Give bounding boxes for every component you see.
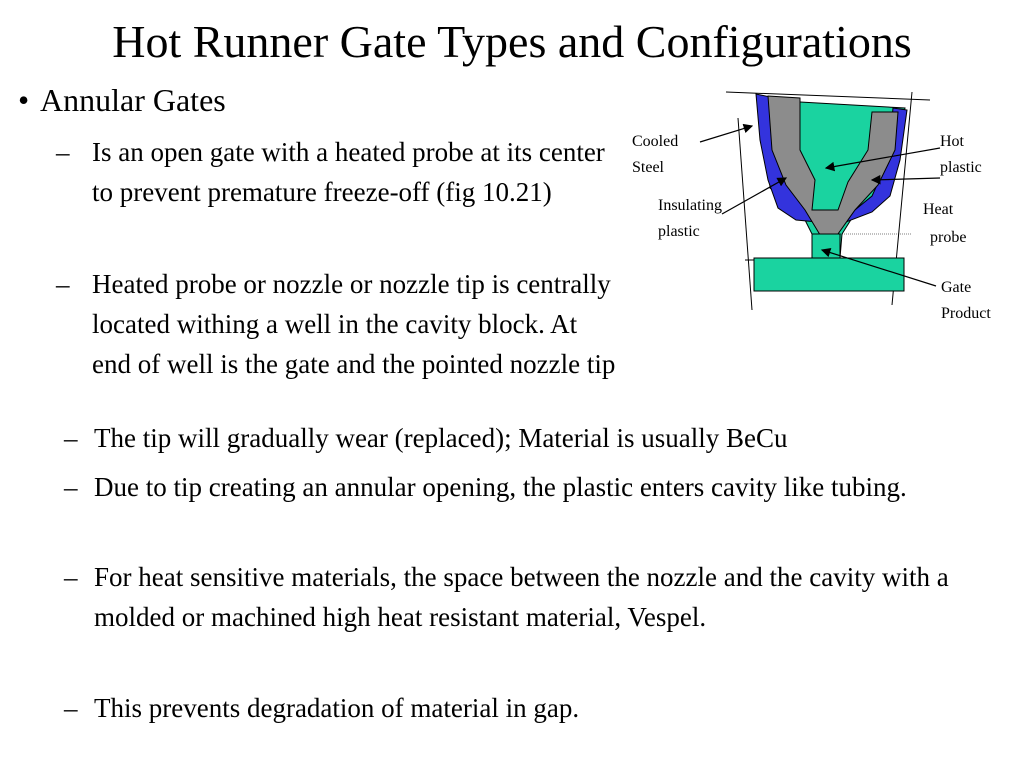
label-hot: Hot [940,133,965,150]
arrow-hot-plastic [824,147,941,172]
sub-item-text: Is an open gate with a heated probe at i… [92,137,605,207]
label-heat: Heat [923,201,954,218]
sub-item-text: For heat sensitive materials, the space … [94,562,949,632]
label-cooled: Cooled [632,133,678,150]
sub-item: – This prevents degradation of material … [64,688,964,728]
label-insulating-plastic: plastic [658,223,700,240]
heat-probe [767,95,899,249]
label-insulating: Insulating [658,197,722,214]
sub-item-text: The tip will gradually wear (replaced); … [94,423,788,453]
main-bullet-text: Annular Gates [40,82,226,118]
sub-item: – Heated probe or nozzle or nozzle tip i… [56,264,620,384]
main-bullet: • Annular Gates [18,80,226,120]
sub-item: – The tip will gradually wear (replaced)… [64,418,1014,458]
sub-item-text: This prevents degradation of material in… [94,693,580,723]
dash-marker: – [64,423,78,453]
arrow-gate [820,247,937,287]
sub-item-text: Heated probe or nozzle or nozzle tip is … [92,269,616,379]
label-hot-plastic: plastic [940,159,982,176]
arrow-heat-probe [870,174,941,185]
dash-marker: – [64,693,78,723]
label-product: Product [941,305,991,322]
dash-marker: – [64,472,78,502]
sub-item: – For heat sensitive materials, the spac… [64,557,1014,637]
label-probe: probe [930,229,966,246]
slide-title: Hot Runner Gate Types and Configurations [112,16,912,67]
arrow-cooled-steel [699,123,754,143]
label-gate: Gate [941,279,971,296]
sub-item: – Is an open gate with a heated probe at… [56,132,620,212]
sub-item-text: Due to tip creating an annular opening, … [94,472,907,502]
mold-left-wall [737,117,753,311]
arrow-insulating-plastic [721,177,788,215]
product-part [753,257,905,292]
annular-gate-diagram: Cooled Steel Insulating plastic Hot plas… [632,91,991,322]
dash-marker: – [64,562,78,592]
sub-item: – Due to tip creating an annular opening… [64,467,964,507]
dash-marker: – [56,137,70,167]
label-steel: Steel [632,159,665,176]
bullet-marker: • [18,82,30,118]
mold-top-line [725,91,931,101]
dash-marker: – [56,269,70,299]
